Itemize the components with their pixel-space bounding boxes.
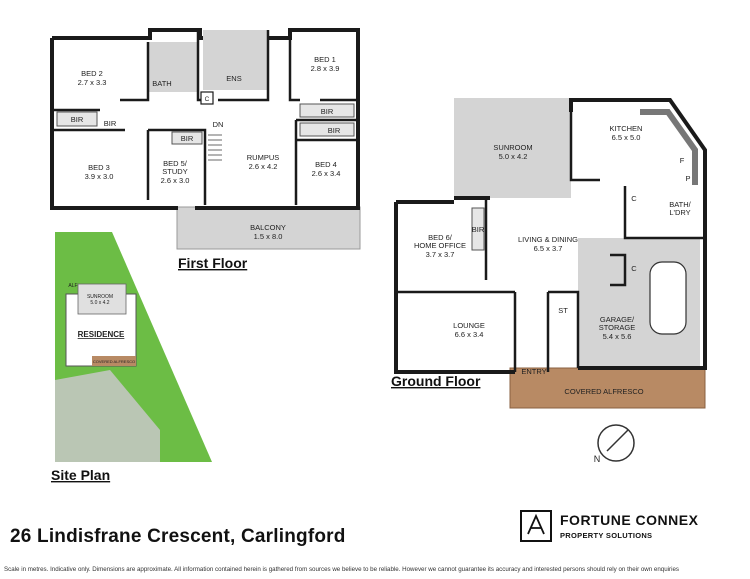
compass-n-label: N (594, 454, 601, 464)
ground-floor-outer-walls (394, 98, 707, 374)
linen-cupboard (200, 91, 214, 105)
car-icon (649, 261, 687, 335)
bir-box-3 (299, 103, 355, 118)
ensuite-fixture-area (203, 30, 268, 90)
bir-box-1 (56, 111, 98, 127)
living-label: LIVING & DINING (518, 235, 578, 244)
disclaimer-text: Scale in metres. Indicative only. Dimens… (4, 566, 680, 573)
first-floor-plan: BED 2 2.7 x 3.3 BATH ENS BED 1 2.8 x 3.9… (50, 28, 361, 271)
bir-box-4 (299, 122, 355, 137)
first-floor-stairs (208, 134, 222, 161)
rumpus-dims: 2.6 x 4.2 (249, 162, 278, 171)
rumpus-label: RUMPUS (247, 153, 280, 162)
balcony-label: BALCONY (250, 223, 286, 232)
garage-dims: 5.4 x 5.6 (603, 332, 632, 341)
c-label: C (205, 96, 210, 103)
sunroom-dims: 5.0 x 4.2 (499, 152, 528, 161)
entry-label: ENTRY (521, 367, 546, 376)
lounge-label: LOUNGE (453, 321, 485, 330)
bir-box-ground (471, 207, 485, 251)
kitchen-label: KITCHEN (610, 124, 643, 133)
ground-floor-title: Ground Floor (391, 373, 481, 389)
bath-fixture-area (148, 42, 198, 92)
site-residence-label: RESIDENCE (78, 330, 125, 339)
site-alfresco (92, 356, 136, 366)
balcony-dims: 1.5 x 8.0 (254, 232, 283, 241)
site-alf-label: ALF (68, 283, 77, 289)
bir-box-2 (171, 131, 203, 145)
bir-label-2: BIR (104, 119, 117, 128)
brand-logo-icon (520, 510, 552, 542)
brand-subtitle: PROPERTY SOLUTIONS (560, 531, 653, 540)
bir-label-4: BIR (321, 107, 334, 116)
sunroom-label: SUNROOM (493, 143, 532, 152)
lounge-dims: 6.6 x 3.4 (455, 330, 484, 339)
bed1-dims: 2.8 x 3.9 (311, 64, 340, 73)
garage-label2: STORAGE (599, 323, 636, 332)
bath-ldry-label2: L'DRY (669, 208, 690, 217)
bed6-label2: HOME OFFICE (414, 241, 466, 250)
first-floor-title: First Floor (178, 255, 248, 271)
bed6-label: BED 6/ (428, 233, 453, 242)
c-label-ground-2: C (631, 264, 637, 273)
ground-floor-interior-walls (396, 112, 705, 372)
bed6-dims: 3.7 x 3.7 (426, 250, 455, 259)
bed2-dims: 2.7 x 3.3 (78, 78, 107, 87)
bed2-label: BED 2 (81, 69, 103, 78)
kitchen-counter (640, 109, 698, 185)
site-plan-title: Site Plan (51, 467, 110, 483)
bed4-label: BED 4 (315, 160, 337, 169)
bir-label-ground: BIR (472, 225, 485, 234)
alfresco-area (509, 367, 706, 409)
bir-label-1: BIR (71, 115, 84, 124)
site-driveway (55, 370, 160, 462)
ens-label: ENS (226, 74, 241, 83)
garage-label: GARAGE/ (600, 315, 635, 324)
north-compass: N (594, 424, 635, 464)
dn-label: DN (213, 120, 224, 129)
balcony-area (176, 206, 361, 250)
site-alfresco-label: COVERED ALFRESCO (93, 359, 135, 364)
bed3-dims: 3.9 x 3.0 (85, 172, 114, 181)
bed5-label: BED 5/ (163, 159, 188, 168)
bir-label-3: BIR (181, 134, 194, 143)
alfresco-label: COVERED ALFRESCO (564, 387, 643, 396)
site-sunroom-label: SUNROOM (87, 294, 113, 300)
kitchen-dims: 6.5 x 5.0 (612, 133, 641, 142)
site-sunroom (77, 283, 127, 315)
p-label: P (685, 174, 690, 183)
bed1-label: BED 1 (314, 55, 336, 64)
c-label-ground-1: C (631, 194, 637, 203)
st-label: ST (558, 306, 568, 315)
brand-name: FORTUNE CONNEX (560, 512, 699, 528)
sunroom-area (454, 98, 571, 198)
f-label: F (680, 156, 685, 165)
site-sunroom-dims: 5.0 x 4.2 (90, 300, 109, 306)
bed5-label2: STUDY (162, 167, 187, 176)
ground-floor-plan: SUNROOM 5.0 x 4.2 KITCHEN 6.5 x 5.0 F P … (391, 98, 707, 409)
property-address: 26 Lindisfrane Crescent, Carlingford (10, 526, 346, 547)
site-plan: RESIDENCE SUNROOM 5.0 x 4.2 ALF COVERED … (51, 232, 212, 483)
bath-label: BATH (152, 79, 171, 88)
bath-ldry-label: BATH/ (669, 200, 691, 209)
bir-label-5: BIR (328, 126, 341, 135)
bed5-dims: 2.6 x 3.0 (161, 176, 190, 185)
first-floor-interior-walls (52, 30, 358, 205)
bed3-label: BED 3 (88, 163, 110, 172)
brand-block: FORTUNE CONNEX PROPERTY SOLUTIONS (520, 510, 730, 544)
living-dims: 6.5 x 3.7 (534, 244, 563, 253)
bed4-dims: 2.6 x 3.4 (312, 169, 341, 178)
